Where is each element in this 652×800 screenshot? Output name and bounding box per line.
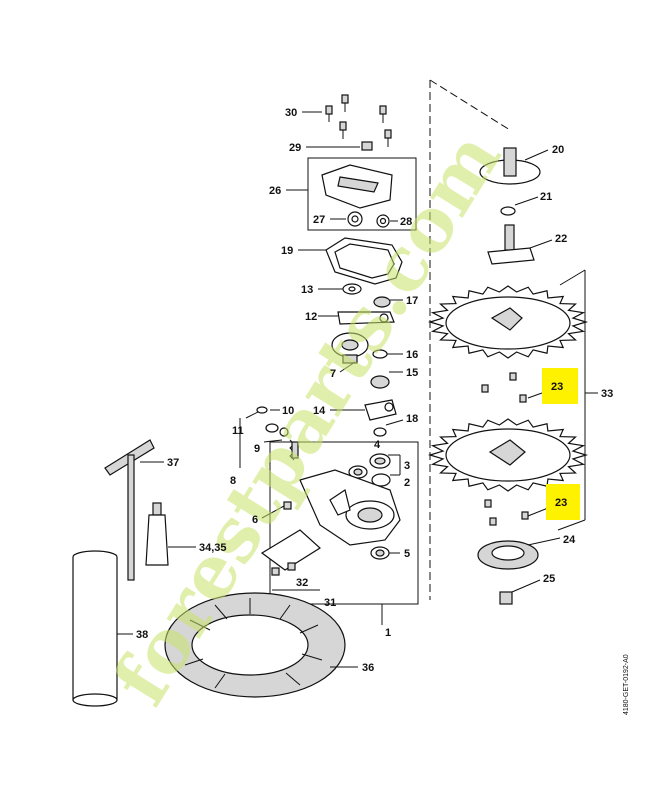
callout-37: 37	[167, 457, 179, 469]
callout-33: 33	[601, 388, 613, 400]
callout-31: 31	[324, 597, 336, 609]
part-31-32-plate	[260, 529, 321, 576]
callout-27: 27	[313, 214, 325, 226]
callout-labels: 1 2 3 4 5 6 7 8 9 10 11 12 13 14 15 16 1…	[136, 107, 613, 674]
callout-6: 6	[252, 514, 258, 526]
part-38-spray-can	[72, 550, 118, 707]
part-3-4-bearings	[348, 453, 391, 487]
drawing-code: 4180-GET-0192-A0	[623, 654, 630, 715]
part-23-screws-lower	[484, 499, 529, 526]
callout-23-lower: 23	[555, 497, 567, 509]
part-5-seal	[370, 546, 390, 560]
highlight-box-23-upper	[542, 368, 578, 404]
part-30-screws	[325, 94, 392, 147]
callout-7: 7	[330, 368, 336, 380]
callout-8: 8	[230, 475, 236, 487]
part-23-screws-upper	[481, 372, 527, 403]
callout-30: 30	[285, 107, 297, 119]
part-26-cover-kit	[307, 157, 417, 231]
callout-21: 21	[540, 191, 552, 203]
part-34-35-grease-tube	[145, 502, 169, 566]
callout-1: 1	[385, 627, 391, 639]
callout-15: 15	[406, 367, 418, 379]
callout-4: 4	[374, 439, 381, 451]
part-lower-blade	[427, 418, 589, 492]
part-24-cup	[477, 540, 539, 570]
callout-23-upper: 23	[551, 381, 563, 393]
callout-34-35: 34,35	[199, 542, 227, 554]
part-21-washer	[500, 206, 516, 216]
part-19-gasket	[325, 237, 403, 285]
part-7-cam	[331, 332, 369, 364]
part-6-screw	[283, 501, 292, 510]
part-37-t-wrench	[104, 439, 155, 581]
dashed-frame	[429, 79, 511, 600]
part-18-clip	[373, 427, 387, 437]
callout-29: 29	[289, 142, 301, 154]
callout-36: 36	[362, 662, 374, 674]
callout-14: 14	[313, 405, 326, 417]
part-12-lever	[337, 311, 395, 325]
part-36-skid-plate	[164, 592, 346, 698]
part-25-nut	[499, 591, 513, 605]
part-15-bushing	[370, 375, 390, 389]
callout-25: 25	[543, 573, 555, 585]
callout-32: 32	[296, 577, 308, 589]
callout-13: 13	[301, 284, 313, 296]
callout-9: 9	[254, 443, 260, 455]
callout-10: 10	[282, 405, 294, 417]
callout-20: 20	[552, 144, 564, 156]
callout-5: 5	[404, 548, 410, 560]
part-22-hub	[487, 224, 535, 265]
callout-38: 38	[136, 629, 148, 641]
callout-28: 28	[400, 216, 412, 228]
callout-16: 16	[406, 349, 418, 361]
callout-19: 19	[281, 245, 293, 257]
part-20-disc	[479, 147, 541, 185]
highlight-box-23-lower	[546, 484, 580, 520]
callout-18: 18	[406, 413, 418, 425]
callout-2: 2	[404, 477, 410, 489]
part-29-nut	[361, 141, 373, 151]
callout-26: 26	[269, 185, 281, 197]
callout-12: 12	[305, 311, 317, 323]
part-17-nut	[373, 296, 391, 308]
callout-11: 11	[232, 425, 244, 437]
part-14-arm	[364, 399, 397, 421]
callout-3: 3	[404, 460, 410, 472]
callout-24: 24	[563, 534, 576, 546]
callout-22: 22	[555, 233, 567, 245]
part-8-11-spring-set	[239, 406, 299, 468]
callout-17: 17	[406, 295, 418, 307]
part-upper-blade	[427, 285, 589, 359]
part-1-gear-housing	[269, 441, 419, 605]
